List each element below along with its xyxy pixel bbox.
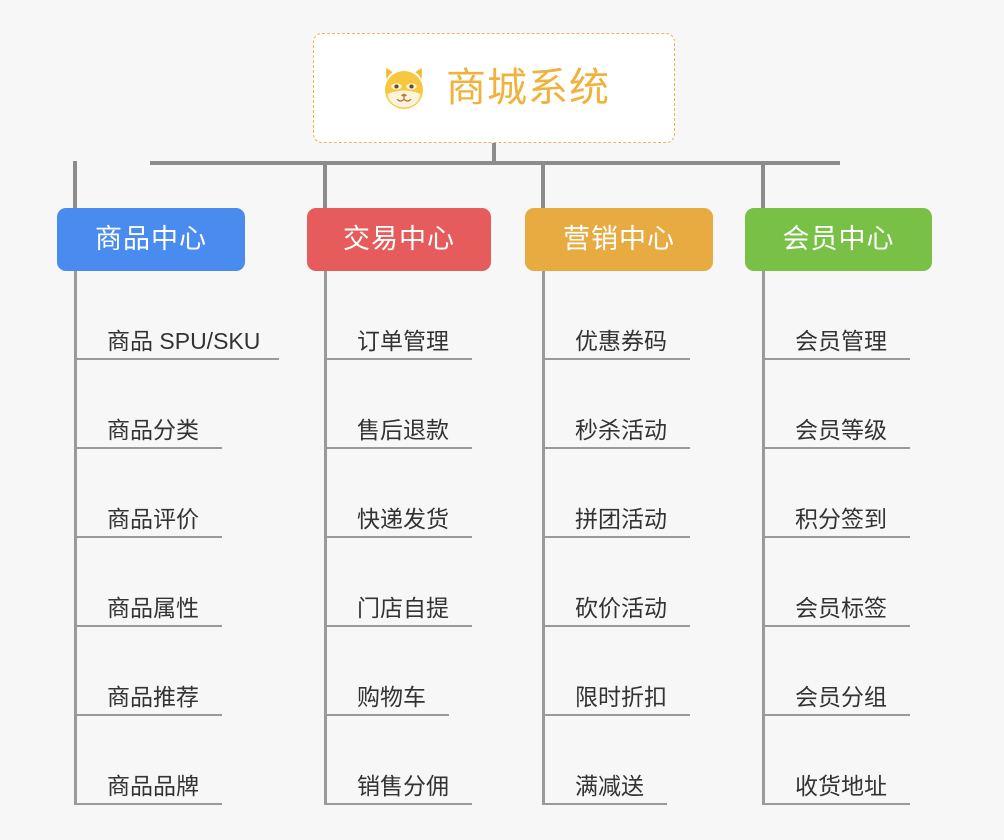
leaf-underline xyxy=(762,447,910,449)
leaf-item[interactable]: 销售分佣 xyxy=(324,716,472,805)
leaf-item[interactable]: 门店自提 xyxy=(324,538,472,627)
leaf-label: 商品属性 xyxy=(107,595,199,621)
leaf-spine xyxy=(74,271,77,805)
leaf-item[interactable]: 积分签到 xyxy=(762,449,910,538)
connector-branch-stem-3 xyxy=(541,161,545,210)
leaf-underline xyxy=(762,358,910,360)
leaf-underline xyxy=(762,803,910,805)
leaf-item[interactable]: 会员管理 xyxy=(762,271,910,360)
leaf-underline xyxy=(542,358,690,360)
leaf-underline xyxy=(542,536,690,538)
connector-horizontal-bus xyxy=(150,161,840,165)
leaf-label: 商品分类 xyxy=(107,417,199,443)
category-box-4[interactable]: 会员中心 xyxy=(745,208,932,271)
leaf-label: 会员管理 xyxy=(795,328,887,354)
connector-branch-stem-4 xyxy=(761,161,765,210)
root-node-card[interactable]: 商城系统 xyxy=(313,33,675,143)
connector-branch-stem-1 xyxy=(73,161,77,210)
leaf-item[interactable]: 商品 SPU/SKU xyxy=(74,271,279,360)
leaf-label: 商品推荐 xyxy=(107,684,199,710)
leaf-label: 订单管理 xyxy=(357,328,449,354)
category-box-2[interactable]: 交易中心 xyxy=(307,208,491,271)
leaf-label: 秒杀活动 xyxy=(575,417,667,443)
leaf-label: 商品评价 xyxy=(107,506,199,532)
leaf-underline xyxy=(74,625,222,627)
leaf-item[interactable]: 收货地址 xyxy=(762,716,910,805)
leaf-label: 拼团活动 xyxy=(575,506,667,532)
leaf-label: 满减送 xyxy=(575,773,644,799)
leaf-item[interactable]: 优惠券码 xyxy=(542,271,690,360)
leaf-label: 会员标签 xyxy=(795,595,887,621)
leaf-item[interactable]: 秒杀活动 xyxy=(542,360,690,449)
leaf-label: 售后退款 xyxy=(357,417,449,443)
leaf-label: 商品 SPU/SKU xyxy=(107,328,261,354)
leaf-underline xyxy=(74,714,222,716)
leaf-label: 会员分组 xyxy=(795,684,887,710)
category-label: 会员中心 xyxy=(782,224,895,254)
leaf-item[interactable]: 会员分组 xyxy=(762,627,910,716)
leaf-underline xyxy=(74,447,222,449)
category-label: 交易中心 xyxy=(343,224,455,254)
leaf-underline xyxy=(762,714,910,716)
leaf-item[interactable]: 拼团活动 xyxy=(542,449,690,538)
leaf-label: 销售分佣 xyxy=(357,773,449,799)
leaf-underline xyxy=(762,625,910,627)
leaf-label: 购物车 xyxy=(357,684,426,710)
leaf-item[interactable]: 商品分类 xyxy=(74,360,222,449)
category-box-3[interactable]: 营销中心 xyxy=(525,208,713,271)
leaf-item[interactable]: 商品属性 xyxy=(74,538,222,627)
leaf-underline xyxy=(324,625,472,627)
connector-branch-stem-2 xyxy=(323,161,327,210)
leaf-underline xyxy=(324,358,472,360)
leaf-underline xyxy=(324,447,472,449)
connector-root-stem xyxy=(492,143,496,165)
leaf-label: 快递发货 xyxy=(357,506,449,532)
leaf-label: 会员等级 xyxy=(795,417,887,443)
leaf-item[interactable]: 会员标签 xyxy=(762,538,910,627)
category-label: 营销中心 xyxy=(563,224,675,254)
leaf-underline xyxy=(542,447,690,449)
leaf-underline xyxy=(324,714,449,716)
leaf-item[interactable]: 砍价活动 xyxy=(542,538,690,627)
leaf-label: 收货地址 xyxy=(795,773,887,799)
leaf-item[interactable]: 订单管理 xyxy=(324,271,472,360)
leaf-item[interactable]: 商品评价 xyxy=(74,449,222,538)
leaf-item[interactable]: 商品品牌 xyxy=(74,716,222,805)
leaf-underline xyxy=(74,536,222,538)
leaf-spine xyxy=(542,271,545,805)
leaf-underline xyxy=(542,803,667,805)
leaf-label: 优惠券码 xyxy=(575,328,667,354)
leaf-item[interactable]: 快递发货 xyxy=(324,449,472,538)
leaf-item[interactable]: 商品推荐 xyxy=(74,627,222,716)
leaf-underline xyxy=(74,803,222,805)
leaf-item[interactable]: 购物车 xyxy=(324,627,449,716)
leaf-label: 砍价活动 xyxy=(575,595,667,621)
leaf-item[interactable]: 会员等级 xyxy=(762,360,910,449)
leaf-spine xyxy=(762,271,765,805)
leaf-underline xyxy=(542,714,690,716)
leaf-underline xyxy=(324,803,472,805)
leaf-underline xyxy=(762,536,910,538)
leaf-label: 商品品牌 xyxy=(107,773,199,799)
leaf-spine xyxy=(324,271,327,805)
leaf-item[interactable]: 售后退款 xyxy=(324,360,472,449)
leaf-label: 积分签到 xyxy=(795,506,887,532)
leaf-item[interactable]: 限时折扣 xyxy=(542,627,690,716)
root-title: 商城系统 xyxy=(446,66,610,110)
leaf-underline xyxy=(74,358,279,360)
leaf-underline xyxy=(324,536,472,538)
leaf-underline xyxy=(542,625,690,627)
category-box-1[interactable]: 商品中心 xyxy=(57,208,245,271)
leaf-item[interactable]: 满减送 xyxy=(542,716,667,805)
leaf-label: 限时折扣 xyxy=(575,684,667,710)
shiba-dog-face-icon xyxy=(378,62,430,114)
leaf-label: 门店自提 xyxy=(357,595,449,621)
category-label: 商品中心 xyxy=(95,224,207,254)
